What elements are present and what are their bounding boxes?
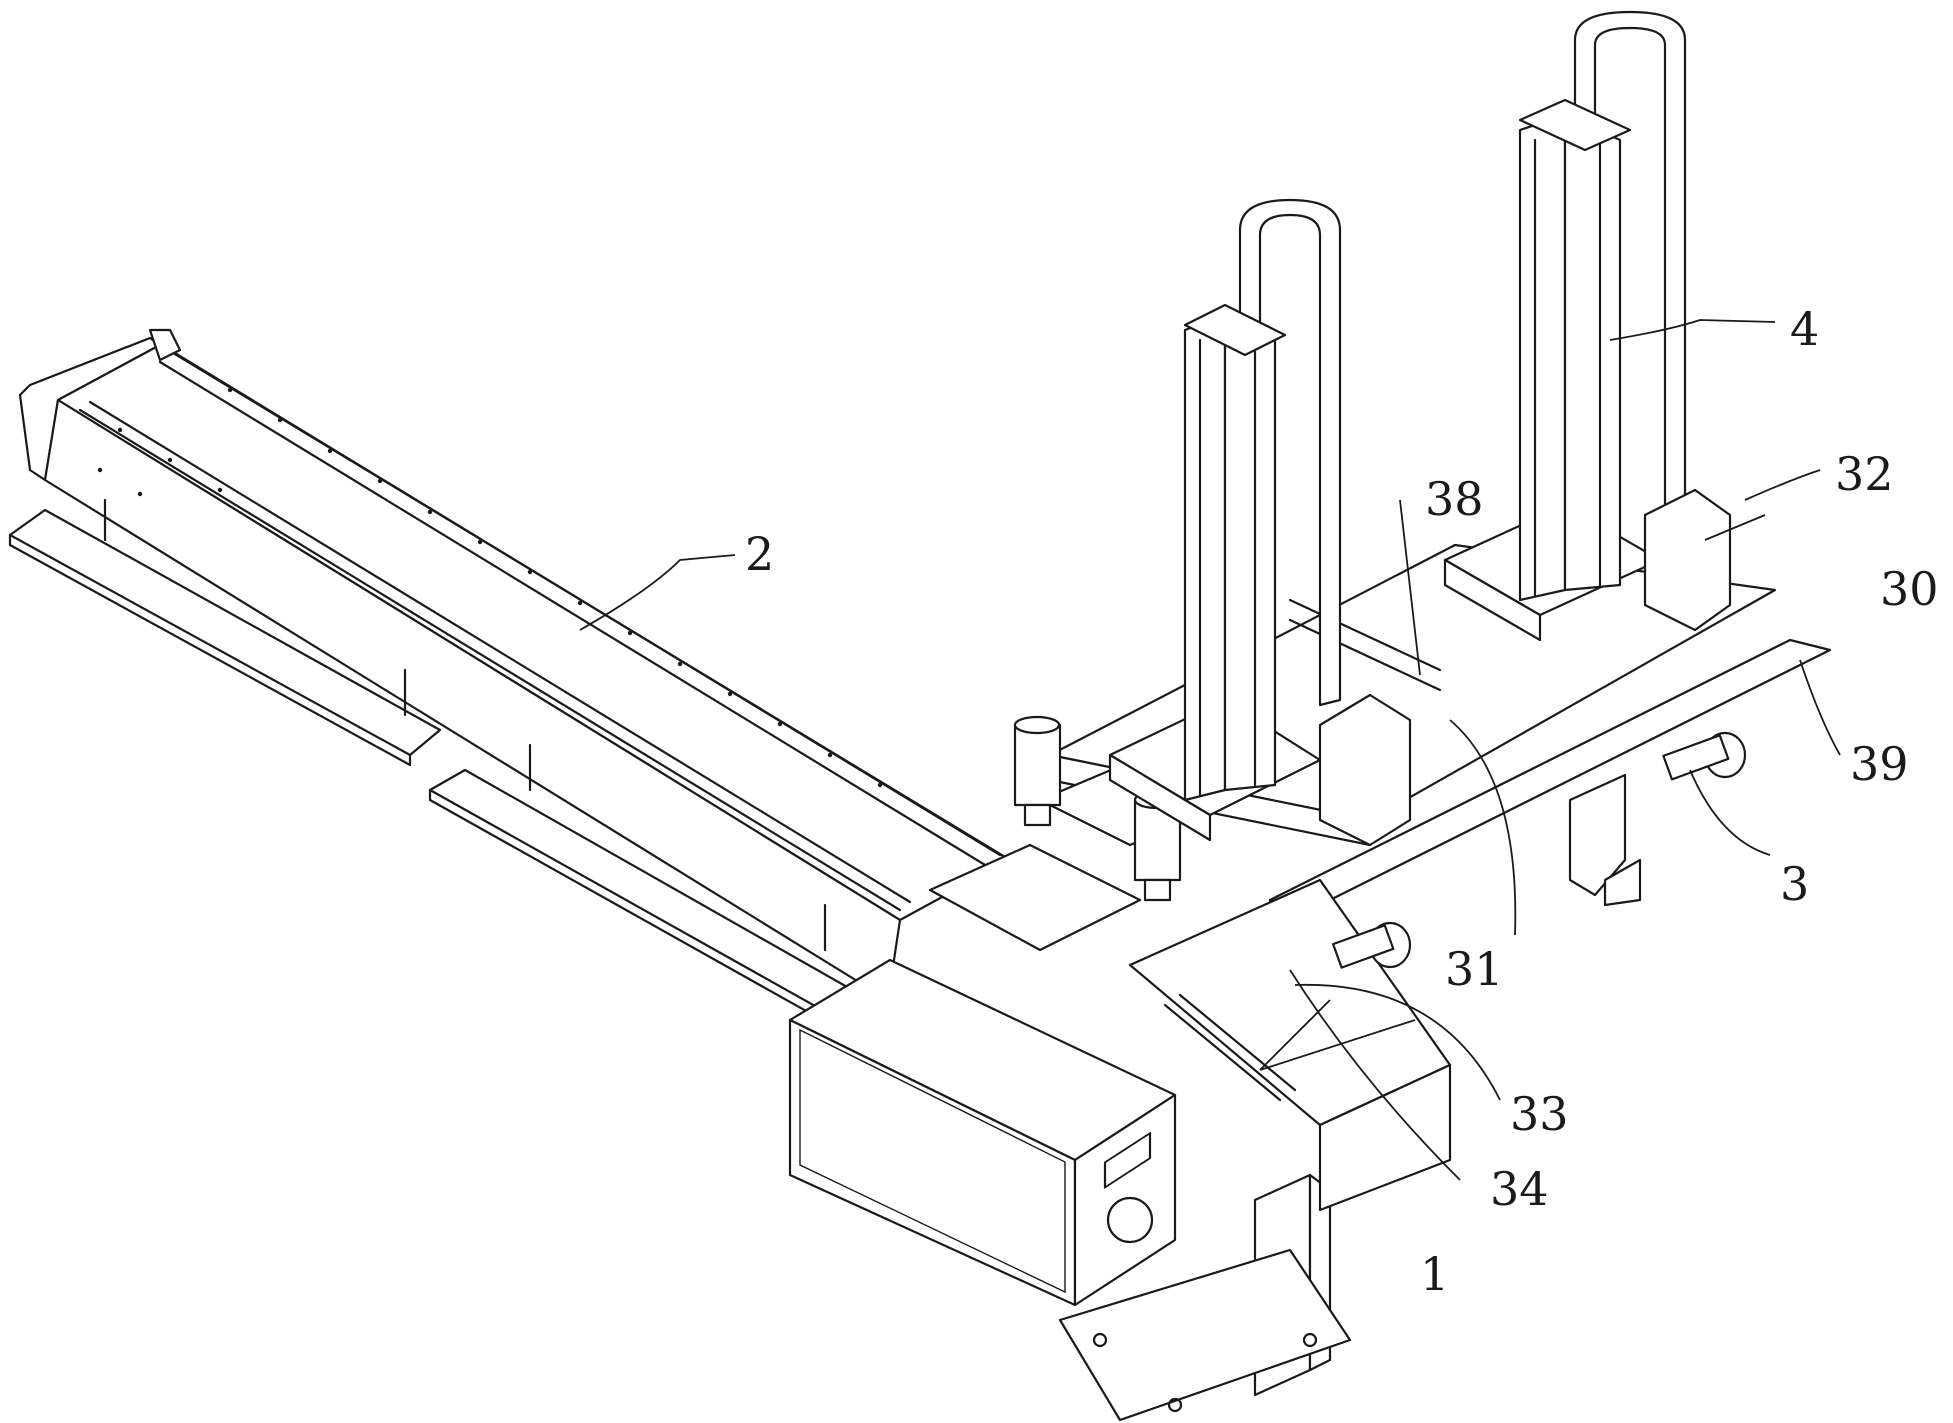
vertical-column-right <box>1445 12 1730 640</box>
callout-2: 2 <box>745 527 774 581</box>
long-beam <box>20 330 1010 1000</box>
callout-33: 33 <box>1510 1087 1569 1141</box>
callout-1: 1 <box>1420 1247 1449 1301</box>
callout-31: 31 <box>1445 942 1504 996</box>
callout-3: 3 <box>1780 857 1809 911</box>
vertical-column-left <box>1110 200 1410 845</box>
callout-34: 34 <box>1490 1162 1549 1216</box>
callout-30: 30 <box>1880 562 1939 616</box>
callout-39: 39 <box>1850 737 1909 791</box>
control-box <box>790 960 1175 1305</box>
callout-32: 32 <box>1835 447 1894 501</box>
callout-38: 38 <box>1425 472 1484 526</box>
callout-4: 4 <box>1790 302 1819 356</box>
